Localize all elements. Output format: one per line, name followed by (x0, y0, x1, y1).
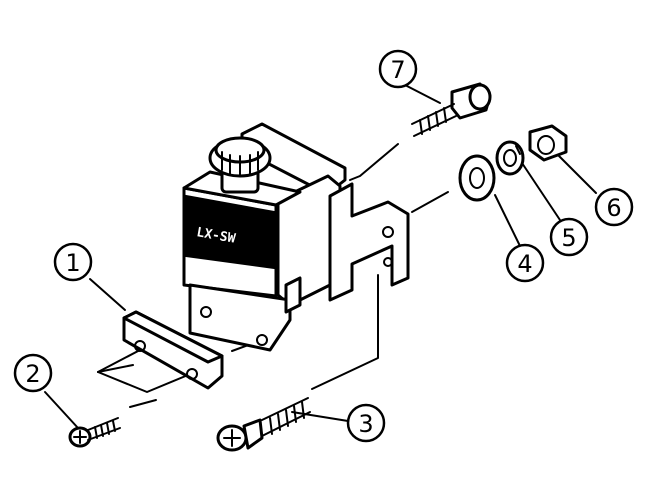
adjustment-knob (208, 136, 272, 194)
callout-7: 7 (378, 49, 418, 89)
callout-6-number: 6 (606, 194, 621, 222)
front-plate-label: LX-SW (195, 225, 236, 247)
callout-4-number: 4 (517, 250, 532, 278)
part-2-small-screw (68, 417, 121, 448)
part-5-lock-washer (495, 140, 525, 176)
mounting-bracket (328, 182, 410, 302)
switch-body: LX-SW (182, 122, 347, 352)
part-7-bolt (411, 82, 492, 137)
callouts: 1 2 3 4 5 6 7 (13, 49, 634, 443)
part-3-long-screw (216, 397, 311, 452)
callout-5-number: 5 (561, 224, 576, 252)
callout-3-number: 3 (358, 410, 373, 438)
callout-2-number: 2 (25, 360, 40, 388)
part-6-hex-nut (528, 124, 568, 162)
callout-5: 5 (549, 217, 589, 257)
callout-4: 4 (505, 243, 545, 283)
callout-3: 3 (346, 403, 386, 443)
callout-7-number: 7 (390, 56, 405, 84)
callout-1: 1 (53, 242, 93, 282)
part-1-mounting-plate (122, 310, 224, 390)
part-4-flat-washer (458, 154, 496, 202)
callout-6: 6 (594, 187, 634, 227)
callout-2: 2 (13, 353, 53, 393)
callout-1-number: 1 (65, 249, 80, 277)
